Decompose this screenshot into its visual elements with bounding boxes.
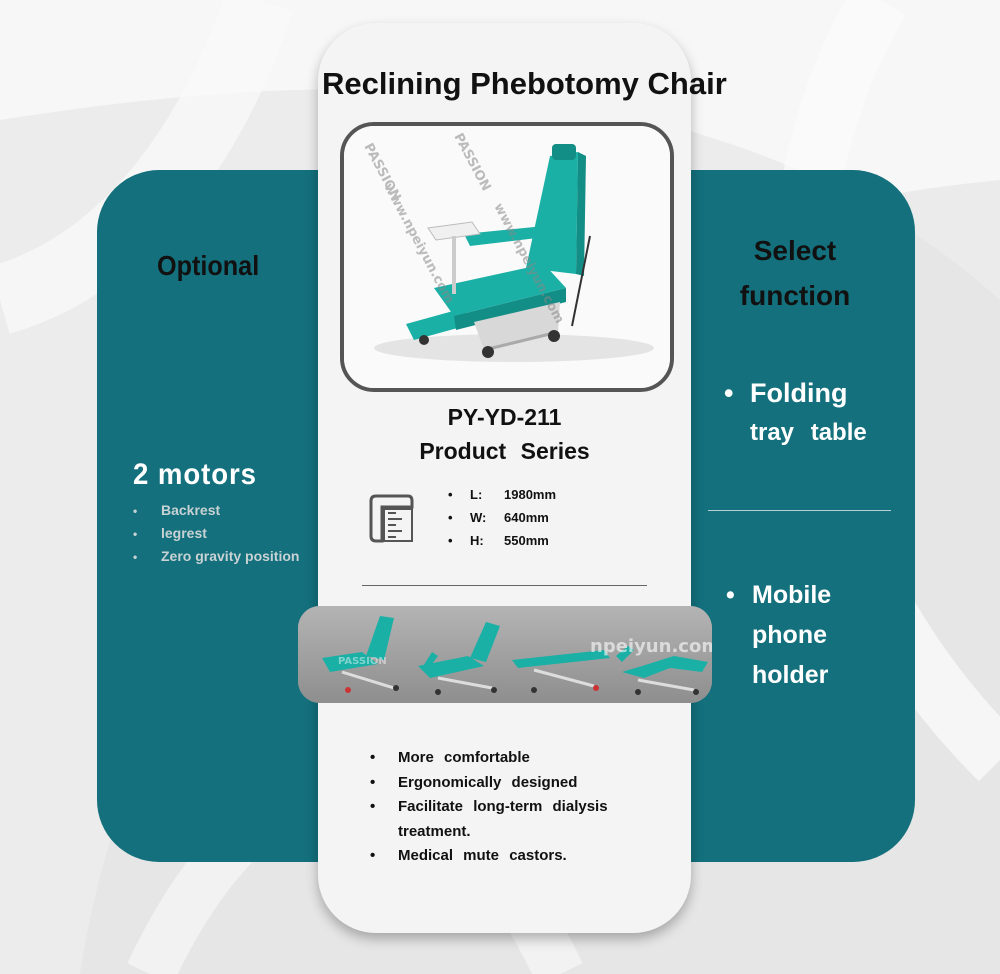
list-item: Facilitate long-term dialysis treatment. — [366, 795, 656, 844]
list-item: •L:1980mm — [448, 487, 557, 502]
watermark-text: PASSION — [338, 656, 387, 667]
watermark-text: npeiyun.com — [590, 636, 712, 657]
select-function-title: Select function — [739, 235, 851, 311]
product-series: Product Series — [419, 438, 590, 464]
list-item: •Zero gravity position — [133, 548, 300, 564]
list-item: Ergonomically designed — [366, 771, 656, 796]
chair-positions-image: npeiyun.com PASSION — [298, 606, 712, 703]
folding-tray-item: • Folding tray table — [724, 378, 867, 446]
chair-image: PASSION www.npeiyun.com PASSION www.npei… — [340, 122, 674, 392]
optional-title: Optional — [157, 250, 260, 281]
phone-holder-item: • Mobile phone holder — [726, 581, 832, 689]
model-number: PY-YD-211 — [447, 404, 562, 430]
list-item: •Backrest — [133, 502, 221, 518]
motors-list: •Backrest •legrest •Zero gravity positio… — [133, 500, 299, 569]
list-item: More comfortable — [366, 746, 656, 771]
list-item: •W:640mm — [448, 510, 549, 525]
ruler-icon — [369, 494, 414, 543]
list-item: Medical mute castors. — [366, 844, 656, 869]
motors-title: 2 motors — [133, 458, 257, 491]
left-panel — [97, 170, 357, 862]
card-divider — [362, 585, 647, 586]
right-divider — [708, 510, 891, 511]
list-item: •H:550mm — [448, 533, 549, 548]
page-title: Reclining Phebotomy Chair — [322, 66, 727, 101]
dimensions-list: •L:1980mm •W:640mm •H:550mm — [448, 484, 556, 553]
features-list: More comfortable Ergonomically designed … — [366, 746, 656, 869]
right-panel — [650, 170, 915, 862]
list-item: •legrest — [133, 525, 207, 541]
